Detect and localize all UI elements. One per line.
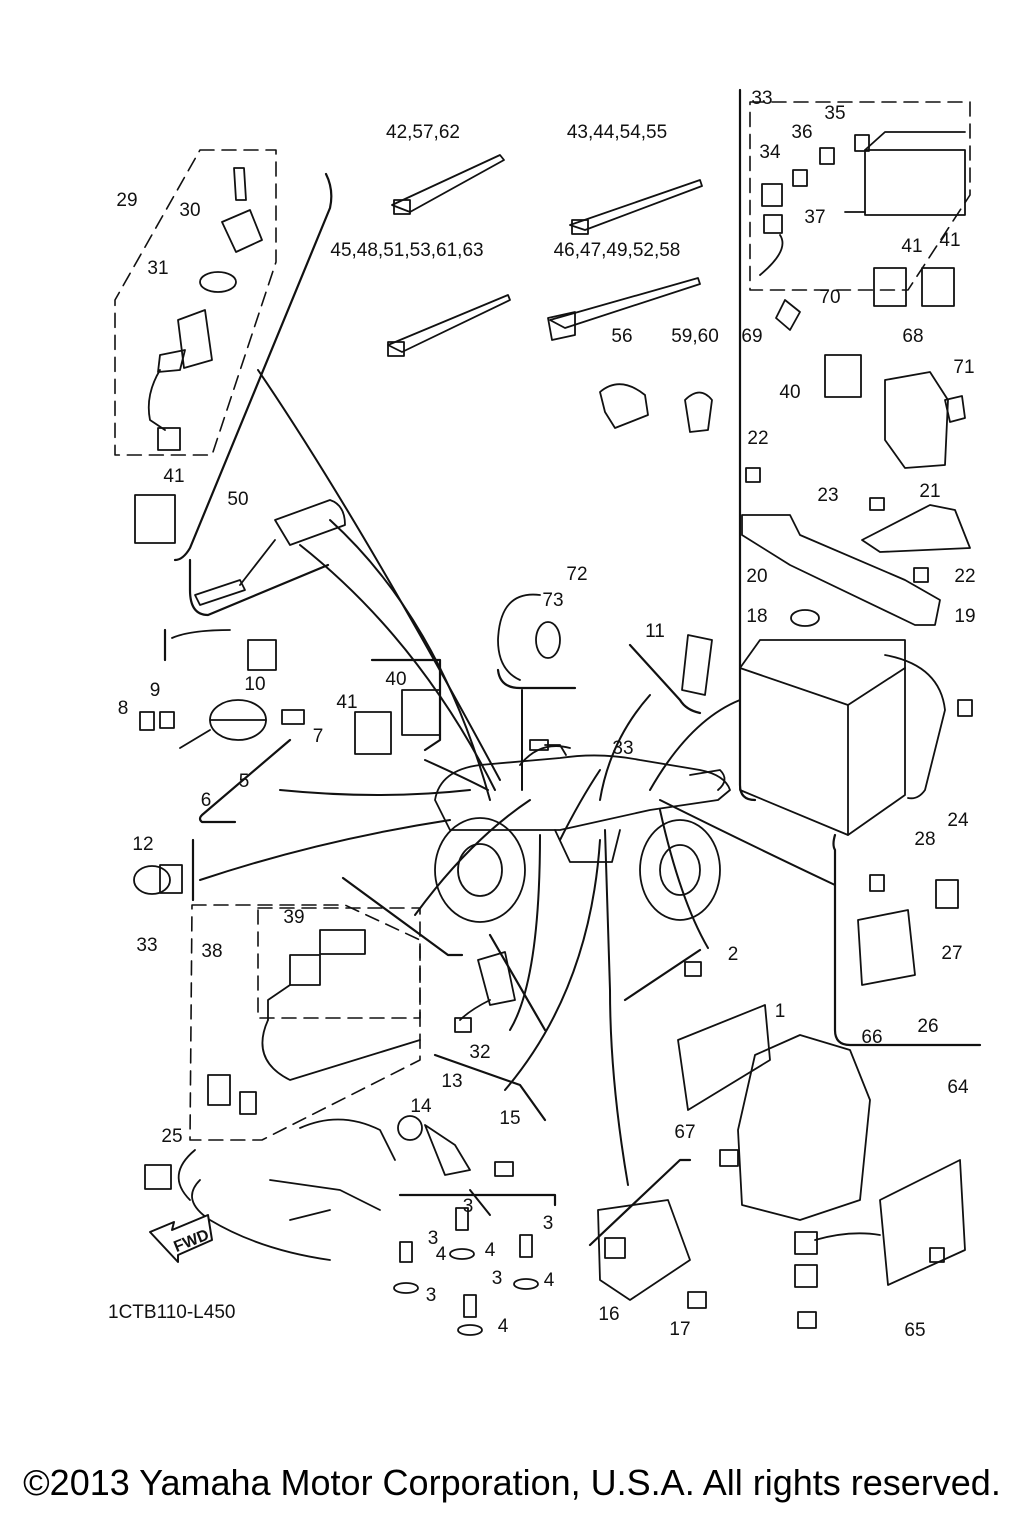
callout-label: 70 (819, 287, 840, 308)
callout-label: 14 (410, 1096, 432, 1117)
callout-label: 5 (239, 771, 250, 792)
callout-label: 4 (544, 1270, 555, 1291)
callout-label: 30 (179, 200, 200, 221)
callout-label: 10 (244, 674, 265, 695)
callout-label: 35 (824, 103, 845, 124)
callout-label: 71 (953, 357, 974, 378)
callout-label: 18 (746, 606, 767, 627)
callout-label: 1 (775, 1001, 786, 1022)
callout-label: 38 (201, 941, 222, 962)
diagram-code: 1CTB110-L450 (108, 1302, 235, 1323)
callout-label: 3 (428, 1228, 439, 1249)
callout-label: 64 (947, 1077, 969, 1098)
callout-label: 15 (499, 1108, 520, 1129)
callout-label: 45,48,51,53,61,63 (330, 240, 483, 261)
callout-label: 72 (566, 564, 587, 585)
callout-label: 3 (492, 1268, 503, 1289)
callout-label: 12 (132, 834, 153, 855)
callout-label: 73 (542, 590, 563, 611)
callout-label: 28 (914, 829, 935, 850)
callout-label: 43,44,54,55 (567, 122, 667, 143)
dashed-group-boxes (114, 101, 971, 1141)
callout-label: 29 (116, 190, 137, 211)
callout-label: 23 (817, 485, 838, 506)
callout-label: 9 (150, 680, 161, 701)
callout-label: 56 (611, 326, 632, 347)
callout-label: 33 (612, 738, 633, 759)
callout-label: 41 (163, 466, 184, 487)
callout-label: 66 (861, 1027, 882, 1048)
callout-label: 46,47,49,52,58 (554, 240, 681, 261)
callout-label: 4 (436, 1244, 447, 1265)
callout-label: 69 (741, 326, 762, 347)
callout-label: 33 (136, 935, 157, 956)
callout-label: 36 (791, 122, 812, 143)
callout-label: 6 (201, 790, 212, 811)
copyright-notice: ©2013 Yamaha Motor Corporation, U.S.A. A… (23, 1462, 1001, 1503)
callout-label: 41 (939, 230, 960, 251)
callout-label: 27 (941, 943, 962, 964)
callout-label: 68 (902, 326, 923, 347)
callout-label: 59,60 (671, 326, 719, 347)
callout-label: 8 (118, 698, 129, 719)
callout-label: 37 (804, 207, 825, 228)
callout-label: 31 (147, 258, 168, 279)
callout-label: 26 (917, 1016, 938, 1037)
callout-label: 39 (283, 907, 304, 928)
callout-label: 50 (227, 489, 248, 510)
callout-label: 33 (751, 88, 772, 109)
atv-vehicle-drawing (434, 739, 731, 923)
fwd-arrow: FWD (149, 1214, 213, 1263)
callout-label: 7 (313, 726, 324, 747)
callout-label: 22 (954, 566, 975, 587)
callout-label: 24 (947, 810, 969, 831)
callout-label: 40 (779, 382, 800, 403)
callout-label: 3 (426, 1285, 437, 1306)
callout-label: 3 (543, 1213, 554, 1234)
callout-label: 17 (669, 1319, 690, 1340)
callout-label: 2 (728, 944, 739, 965)
callout-label: 34 (759, 142, 781, 163)
callout-label: 11 (645, 621, 665, 642)
callout-label: 67 (674, 1122, 695, 1143)
callout-label: 3 (463, 1196, 474, 1217)
callout-label: 40 (385, 669, 406, 690)
callout-label: 41 (336, 692, 357, 713)
callout-label: 4 (498, 1316, 509, 1337)
callout-label: 42,57,62 (386, 122, 460, 143)
callout-label: 20 (746, 566, 767, 587)
callout-label: 16 (598, 1304, 619, 1325)
callout-label: 22 (747, 428, 768, 449)
callout-label: 19 (954, 606, 975, 627)
callout-label: 65 (904, 1320, 925, 1341)
callout-label: 21 (919, 481, 940, 502)
part-icons (133, 131, 973, 1336)
callout-label: 32 (469, 1042, 490, 1063)
callout-label: 4 (485, 1240, 496, 1261)
callout-label: 41 (901, 236, 922, 257)
leader-lines (199, 369, 836, 1216)
callout-label: 13 (441, 1071, 462, 1092)
callout-label: 25 (161, 1126, 182, 1147)
